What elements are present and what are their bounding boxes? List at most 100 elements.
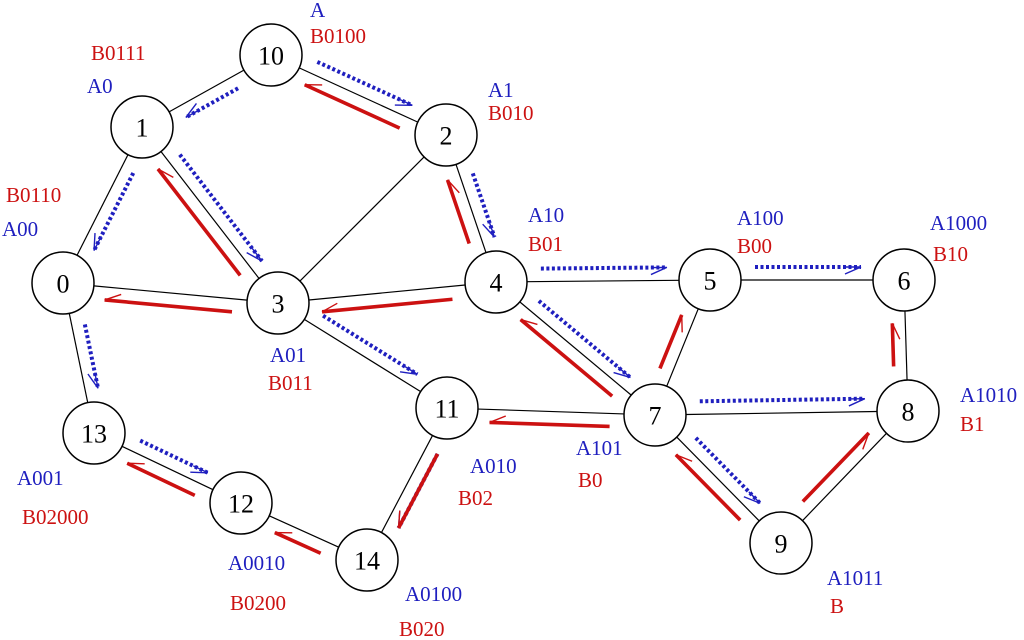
- a-label-node-5: A100: [737, 206, 784, 230]
- red-arrows: [104, 83, 901, 555]
- b-label-node-4: B01: [528, 232, 563, 256]
- b-label-node-13: B02000: [22, 505, 89, 529]
- blue-arrow-2-4: [470, 172, 497, 238]
- red-arrow-3-0: [104, 293, 233, 314]
- blue-arrow-1-0: [92, 172, 136, 252]
- node-circle: [62, 401, 126, 465]
- red-arrow-2-10: [303, 83, 401, 130]
- red-arrow-4-3: [321, 297, 453, 314]
- red-arrow-7-11: [489, 415, 610, 429]
- red-arrow-9-8: [801, 431, 871, 503]
- a-label-node-2: A1: [488, 78, 514, 102]
- blue-arrow-1-3: [178, 153, 264, 263]
- node-0: 0: [31, 251, 95, 315]
- blue-arrow-3-11: [322, 314, 419, 376]
- a-label-node-7: A101: [576, 436, 623, 460]
- a-label-node-4: A10: [528, 203, 564, 227]
- a-label-node-12: A0010: [228, 551, 285, 575]
- blue-arrows: [82, 60, 866, 529]
- node-14: 14: [335, 528, 399, 592]
- red-arrow-7-5: [658, 314, 684, 370]
- edge-10-1: [168, 69, 245, 113]
- b-label-node-14: B020: [399, 617, 445, 640]
- node-circle: [415, 376, 479, 440]
- b-label-node-6: B10: [933, 242, 968, 266]
- b-label-node-1: B0111: [91, 41, 145, 65]
- node-11: 11: [415, 376, 479, 440]
- blue-arrow-7-8: [699, 396, 866, 407]
- blue-arrow-13-12: [139, 438, 209, 475]
- node-circle: [678, 248, 742, 312]
- edge-6-8: [904, 310, 908, 381]
- node-id-label: 2: [440, 122, 453, 151]
- b-label-node-5: B00: [737, 234, 772, 258]
- a-label-node-13: A001: [17, 466, 64, 490]
- red-arrow-8-6: [890, 323, 901, 367]
- node-circle: [464, 250, 528, 314]
- node-id-label: 10: [258, 42, 284, 71]
- node-circle: [239, 23, 303, 87]
- edge-12-14: [268, 515, 340, 548]
- edge-10-2: [298, 67, 419, 123]
- node-circle: [246, 271, 310, 335]
- node-circle: [209, 471, 273, 535]
- edge-1-0: [76, 154, 129, 256]
- red-arrow-11-14: [396, 453, 440, 529]
- node-6: 6: [872, 248, 936, 312]
- a-label-node-11: A010: [470, 454, 517, 478]
- blue-arrow-4-5: [540, 265, 668, 276]
- blue-arrow-10-2: [316, 60, 414, 108]
- node-id-label: 11: [434, 395, 459, 424]
- node-4: 4: [464, 250, 528, 314]
- blue-arrow-4-7: [537, 299, 632, 379]
- node-12: 12: [209, 471, 273, 535]
- a-label-node-10: A: [310, 0, 326, 22]
- edge-4-5: [526, 279, 680, 283]
- node-9: 9: [749, 511, 813, 575]
- b-label-node-12: B0200: [230, 591, 286, 615]
- node-10: 10: [239, 23, 303, 87]
- red-arrow-14-12: [274, 530, 322, 555]
- a-label-node-3: A01: [270, 343, 306, 367]
- node-id-label: 1: [136, 114, 149, 143]
- b-label-node-8: B1: [960, 412, 985, 436]
- node-id-label: 0: [57, 270, 70, 299]
- node-id-label: 14: [354, 547, 380, 576]
- node-circle: [414, 103, 478, 167]
- b-label-node-11: B02: [458, 486, 493, 510]
- red-arrow-12-13: [126, 461, 196, 498]
- edge-1-3: [160, 151, 260, 279]
- edge-12-13: [121, 445, 214, 491]
- node-id-label: 5: [704, 267, 717, 296]
- b-label-node-0: B0110: [6, 183, 61, 207]
- node-id-label: 12: [228, 490, 254, 519]
- node-id-label: 4: [490, 269, 503, 298]
- edge-4-7: [519, 301, 632, 396]
- node-2: 2: [414, 103, 478, 167]
- edge-0-3: [93, 285, 248, 301]
- blue-arrow-10-1: [184, 86, 240, 120]
- node-id-label: 3: [272, 290, 285, 319]
- edge-7-11: [477, 408, 625, 415]
- b-label-node-3: B011: [268, 371, 313, 395]
- a-label-node-14: A0100: [405, 582, 462, 606]
- red-arrow-3-1: [156, 167, 242, 277]
- blue-arrow-7-9: [694, 436, 762, 505]
- b-label-node-10: B0100: [310, 24, 366, 48]
- edge-3-4: [308, 284, 466, 301]
- blue-arrow-5-6: [755, 265, 862, 275]
- edge-0-13: [68, 313, 89, 403]
- edge-7-8: [685, 410, 878, 416]
- node-circle: [31, 251, 95, 315]
- node-id-label: 9: [775, 530, 788, 559]
- node-circle: [749, 511, 813, 575]
- edge-5-7: [666, 308, 699, 387]
- red-arrow-7-4: [519, 318, 614, 398]
- node-13: 13: [62, 401, 126, 465]
- edge-11-14: [380, 435, 434, 533]
- edges: [68, 67, 908, 548]
- a-label-node-6: A1000: [930, 211, 987, 235]
- edge-9-8: [802, 432, 887, 522]
